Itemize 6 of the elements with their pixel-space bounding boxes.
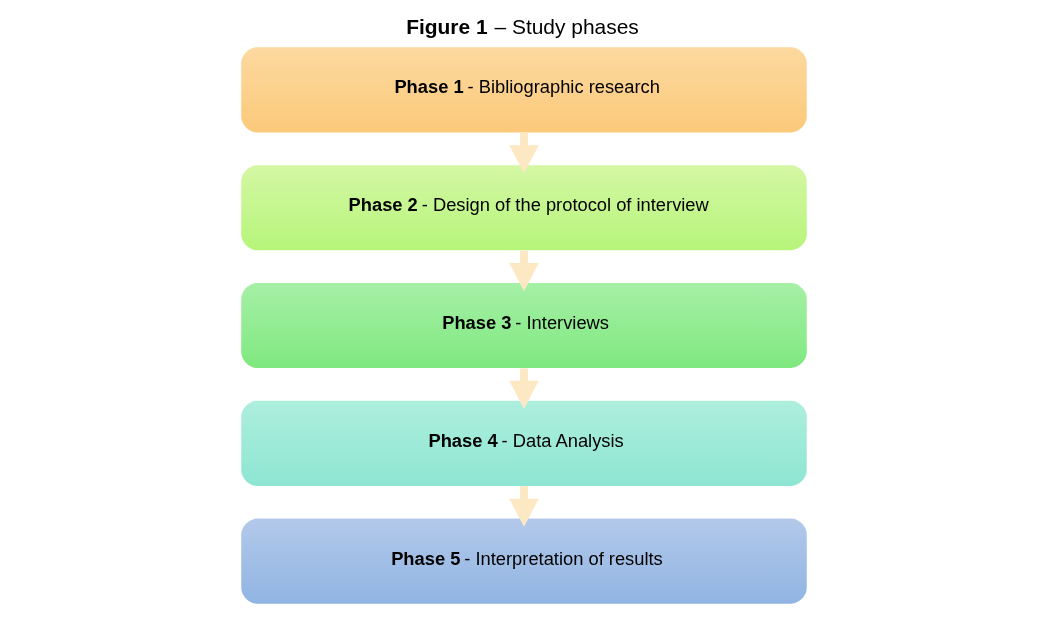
node-box: Phase 3 - Interviews xyxy=(241,282,807,369)
node-box: Phase 1 - Bibliographic research xyxy=(241,47,807,133)
diagram-title: Figure 1 – Study phases xyxy=(406,14,639,38)
node-box: Phase 2 - Design of the protocol of interview xyxy=(241,165,807,251)
node-box: Phase 5 - Interpretation of results xyxy=(241,518,807,604)
node-box: Phase 4 - Data Analysis xyxy=(241,400,807,486)
